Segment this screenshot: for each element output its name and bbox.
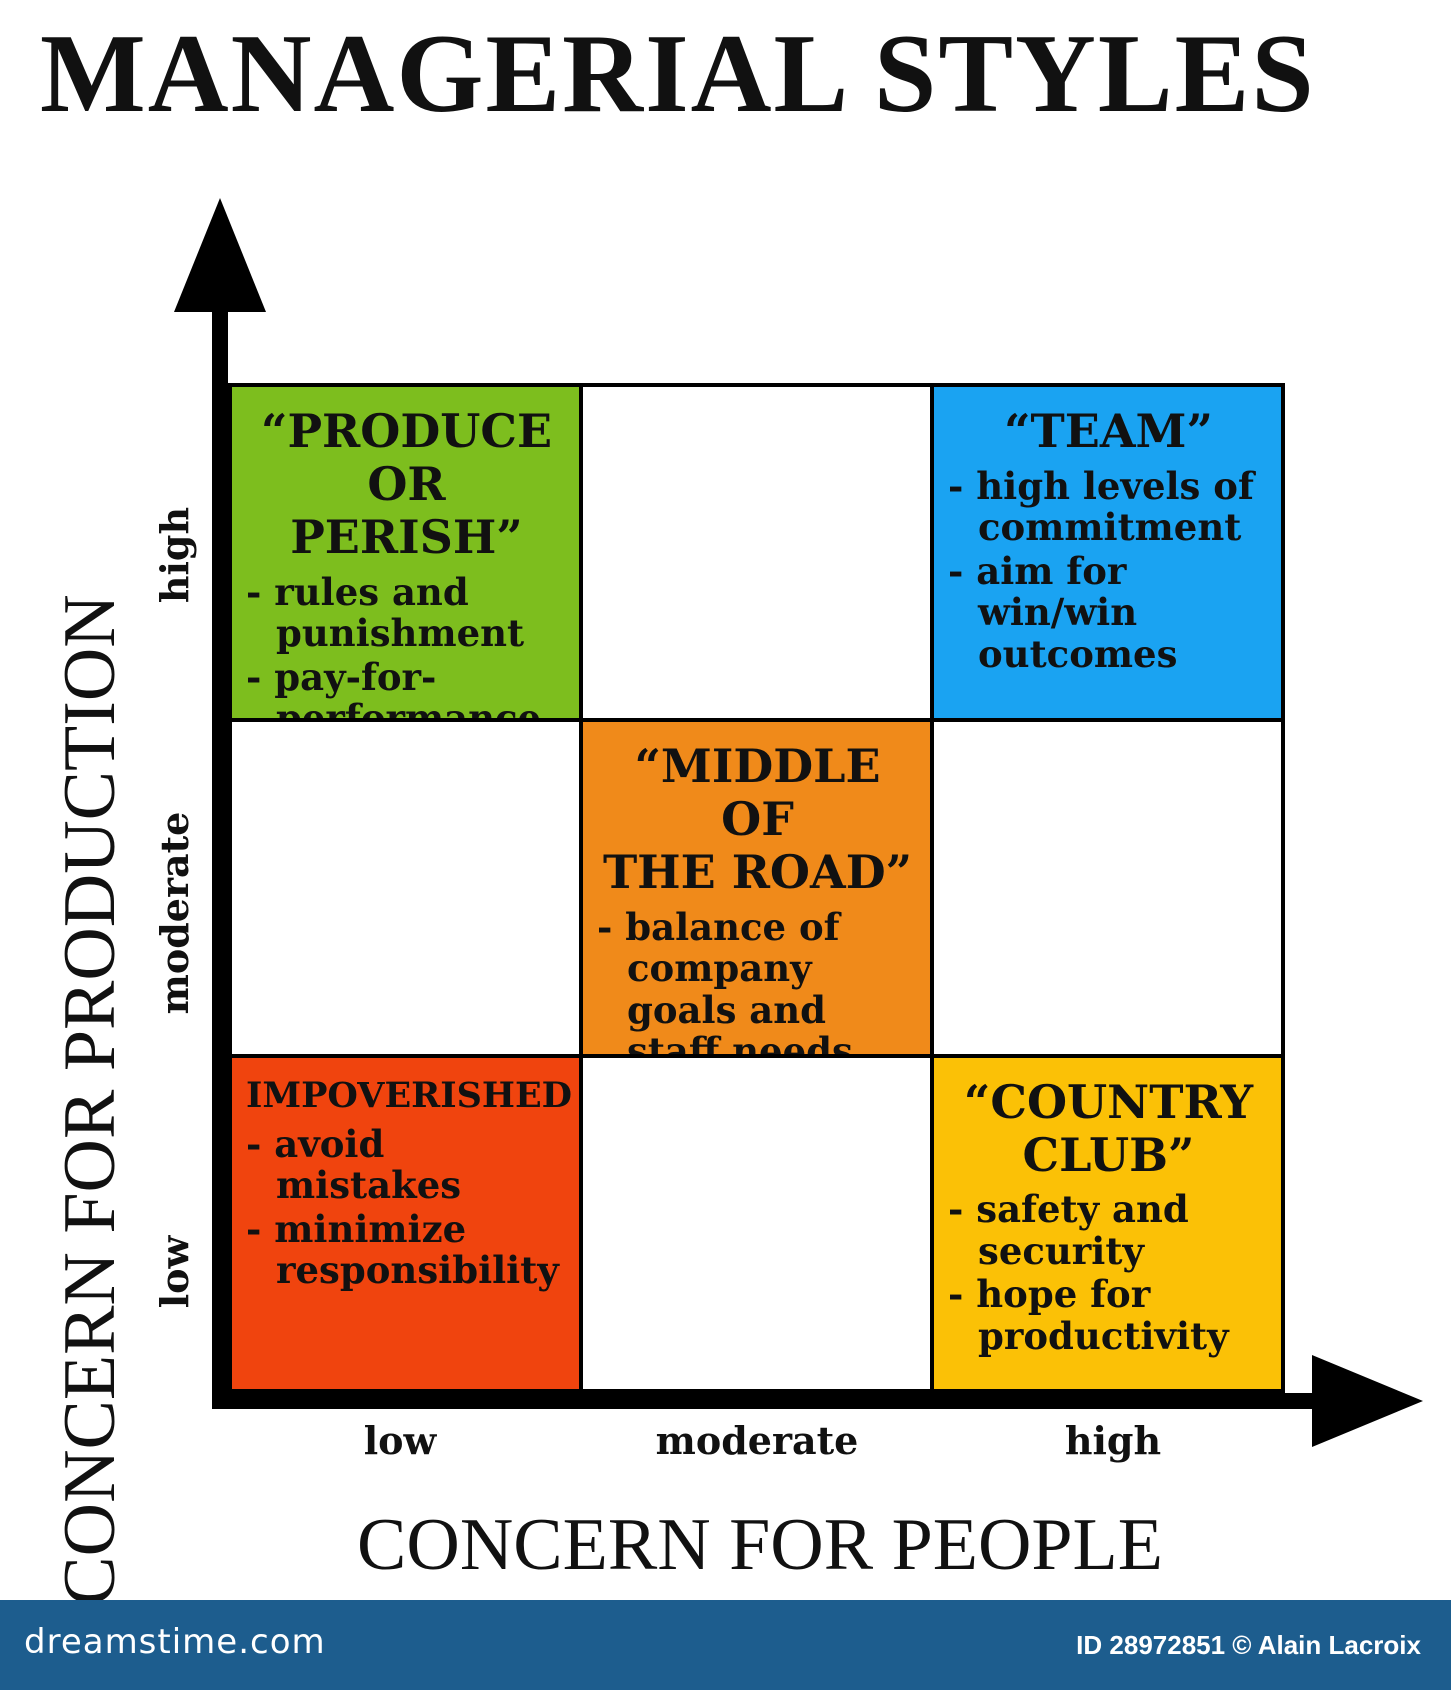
x-axis-arrow: [1312, 1355, 1423, 1447]
style-point: hope for productivity: [948, 1274, 1269, 1357]
y-tick-low: low: [152, 1235, 197, 1309]
x-tick-moderate: moderate: [655, 1418, 859, 1463]
x-tick-high: high: [1064, 1418, 1162, 1463]
x-axis-label: CONCERN FOR PEOPLE: [357, 1504, 1163, 1586]
style-cell: “COUNTRY CLUB”safety and securityhope fo…: [934, 1057, 1285, 1393]
empty-cell: [583, 1057, 934, 1393]
x-tick-low: low: [363, 1418, 437, 1463]
style-point: minimize responsibility: [246, 1208, 567, 1292]
style-point: aim for win/win outcomes: [948, 550, 1269, 675]
empty-cell: [583, 387, 934, 723]
style-name: IMPOVERISHED: [246, 1074, 572, 1116]
style-point: pay-for-performance: [246, 656, 567, 718]
style-points: balance of company goals and staff needs: [597, 906, 918, 1053]
style-cell: “MIDDLE OF THE ROAD”balance of company g…: [583, 722, 934, 1058]
style-name: “COUNTRY CLUB”: [963, 1074, 1254, 1182]
y-axis-label: CONCERN FOR PRODUCTION: [49, 594, 131, 1606]
axes: [174, 198, 1423, 1447]
style-point: balance of company goals and staff needs: [597, 906, 918, 1053]
footer-site: dreamstime.com: [24, 1622, 326, 1662]
empty-cell: [934, 722, 1285, 1058]
style-point: avoid mistakes: [246, 1123, 567, 1207]
y-axis-arrow: [174, 198, 266, 312]
style-name: “PRODUCE OR PERISH”: [260, 404, 553, 564]
style-cell: “TEAM” high levels of commitmentaim for w…: [934, 387, 1285, 723]
style-grid: “PRODUCE OR PERISH”rules and punishmentp…: [228, 383, 1285, 1393]
style-name: “TEAM”: [1004, 404, 1213, 458]
style-points: avoid mistakesminimize responsibility: [246, 1123, 567, 1292]
footer-credit: ID 28972851 © Alain Lacroix: [1076, 1630, 1421, 1660]
style-points: safety and securityhope for productivity: [948, 1189, 1269, 1357]
style-name: “MIDDLE OF THE ROAD”: [602, 739, 913, 900]
style-points: rules and punishmentpay-for-performance: [246, 571, 567, 718]
style-point: safety and security: [948, 1189, 1269, 1272]
y-tick-high: high: [152, 506, 197, 604]
style-cell: IMPOVERISHED avoid mistakesminimize respo…: [232, 1057, 583, 1393]
style-point: high levels of commitment: [948, 465, 1269, 549]
style-point: rules and punishment: [246, 571, 567, 655]
page-title: MANAGERIAL STYLES: [40, 12, 1316, 136]
footer-bar: dreamstime.com ID 28972851 © Alain Lacro…: [0, 1600, 1451, 1690]
empty-cell: [232, 722, 583, 1058]
y-tick-moderate: moderate: [152, 811, 197, 1015]
style-cell: “PRODUCE OR PERISH”rules and punishmentp…: [232, 387, 583, 723]
style-points: high levels of commitmentaim for win/win…: [948, 465, 1269, 675]
